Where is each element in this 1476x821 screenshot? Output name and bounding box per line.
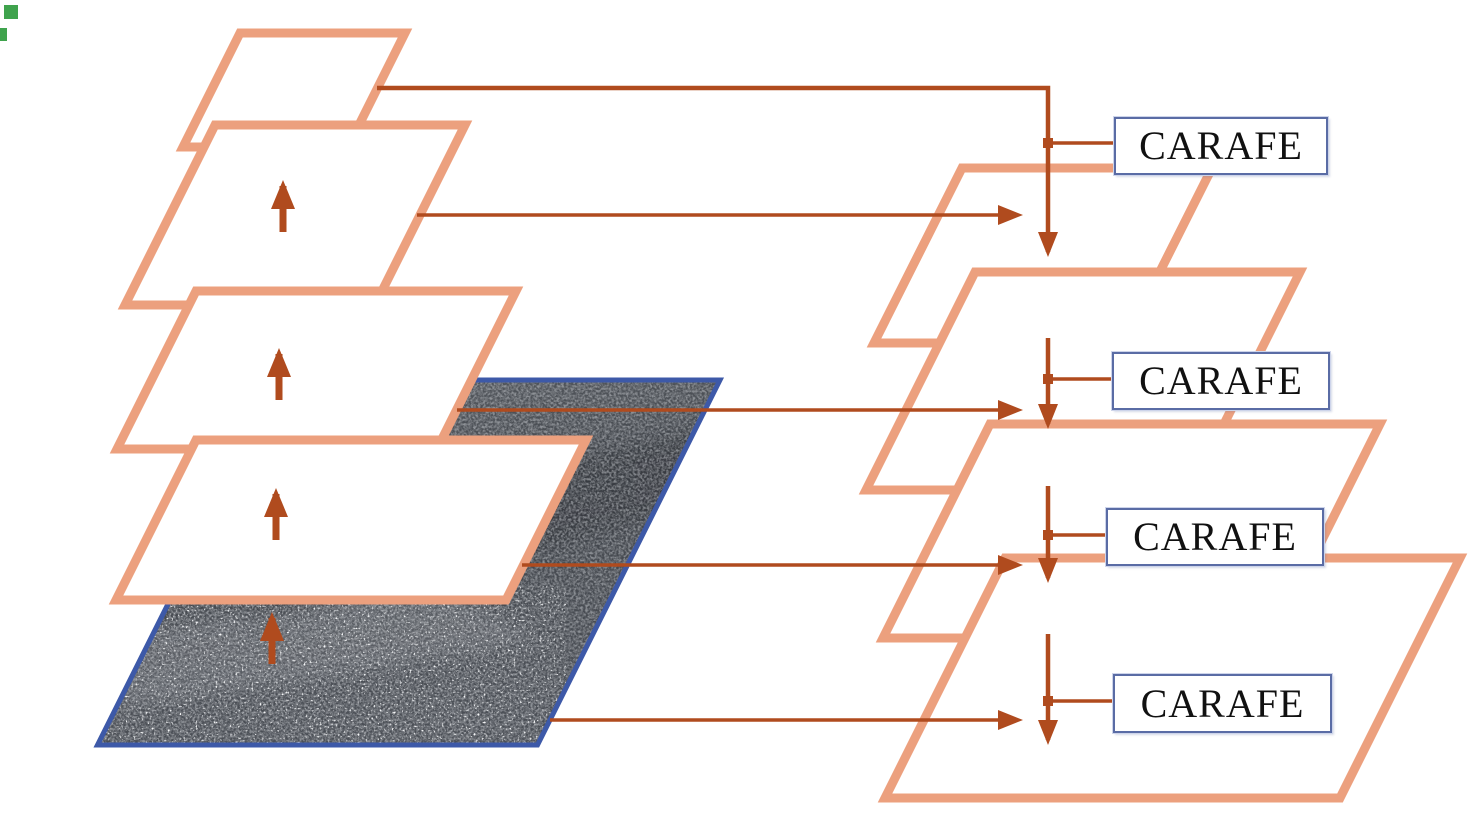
junction-dot-1 bbox=[1043, 138, 1053, 148]
input-image-bright-speckles bbox=[97, 600, 520, 745]
carafe-module-1: CARAFE bbox=[1114, 117, 1328, 175]
input-image-border bbox=[93, 377, 725, 748]
junction-dot-3 bbox=[1043, 530, 1053, 540]
artifact-mark-2 bbox=[0, 28, 7, 41]
carafe-module-3: CARAFE bbox=[1106, 508, 1324, 566]
carafe-label-3: CARAFE bbox=[1133, 514, 1297, 559]
carafe-module-4: CARAFE bbox=[1113, 674, 1332, 733]
artifact-mark-1 bbox=[4, 5, 18, 19]
left-feature-map-2 bbox=[117, 120, 473, 310]
carafe-label-4: CARAFE bbox=[1140, 680, 1305, 726]
carafe-module-2: CARAFE bbox=[1112, 352, 1330, 410]
junction-dot-4 bbox=[1043, 696, 1053, 706]
junction-dot-2 bbox=[1043, 374, 1053, 384]
left-feature-map-4 bbox=[108, 435, 594, 605]
carafe-label-1: CARAFE bbox=[1139, 123, 1303, 168]
carafe-label-2: CARAFE bbox=[1139, 358, 1303, 403]
top-lateral-and-down-arrow bbox=[377, 85, 1058, 257]
